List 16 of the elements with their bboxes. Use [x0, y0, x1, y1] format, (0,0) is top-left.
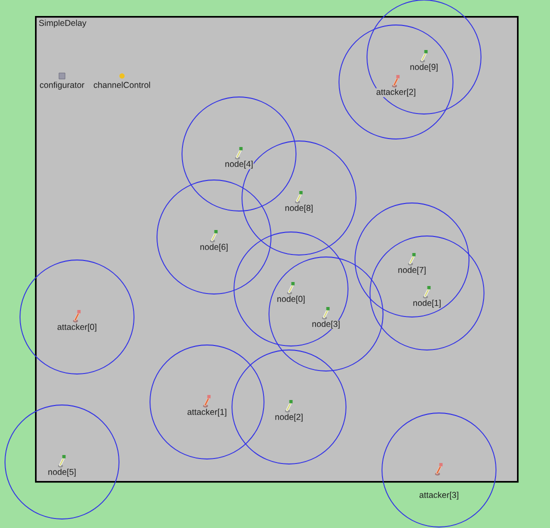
host-label: node[3] [311, 320, 341, 330]
host-label: node[4] [224, 160, 254, 170]
host-label: node[7] [397, 266, 427, 276]
host-label: node[8] [284, 204, 314, 214]
host-label: attacker[3] [418, 491, 460, 500]
host-label: attacker[1] [186, 408, 228, 418]
module-label: channelControl [92, 81, 152, 88]
host-label: node[5] [47, 468, 77, 478]
host-label: attacker[2] [376, 88, 416, 98]
module-label: configurator [39, 81, 85, 90]
host-label: node[2] [274, 413, 304, 422]
host-label: node[9] [409, 63, 439, 72]
host-label: node[0] [276, 295, 306, 304]
host-label: node[1] [412, 299, 442, 308]
host-label: node[6] [199, 243, 229, 252]
host-label: attacker[0] [56, 323, 98, 332]
